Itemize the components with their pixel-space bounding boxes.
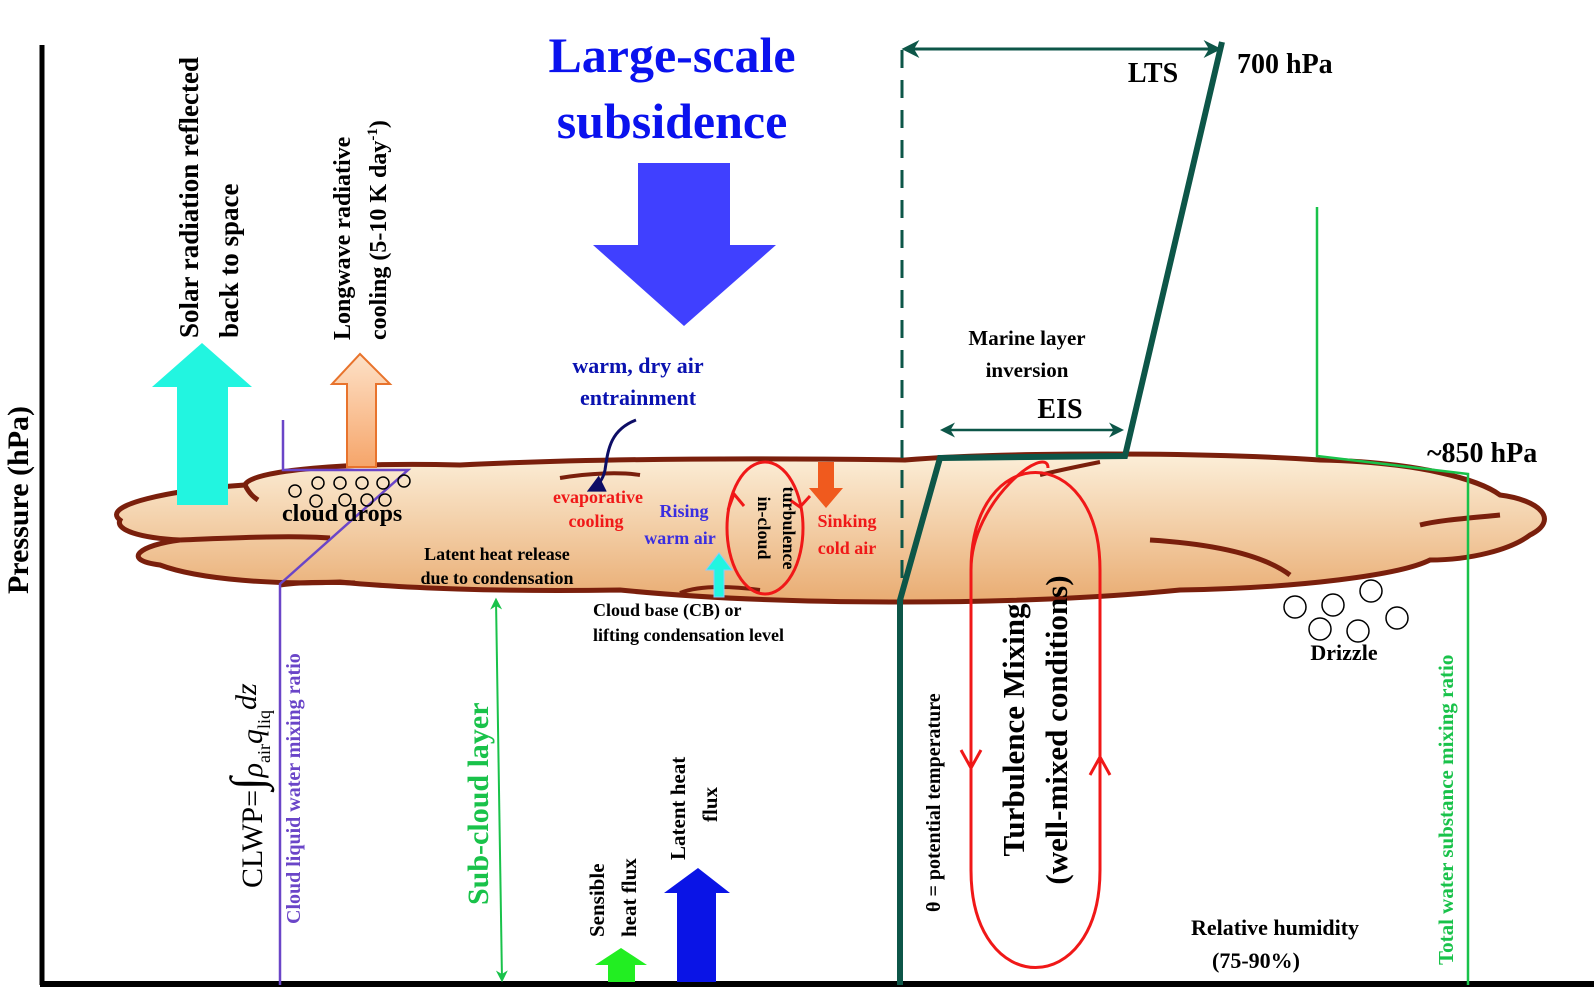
title-line-1: Large-scale xyxy=(548,27,795,83)
cloud-drop-icon xyxy=(355,476,369,490)
theta-profile-line xyxy=(897,41,1225,985)
longwave-cooling-arrow-icon xyxy=(329,352,393,468)
subsidence-arrow-icon xyxy=(593,163,776,326)
cloud-drop-icon xyxy=(288,484,302,498)
total-water-label: Total water substance mixing ratio xyxy=(1434,655,1458,965)
solar-radiation-arrow-icon xyxy=(152,343,252,505)
longwave-label-line-2: cooling (5-10 K day-1) xyxy=(365,120,392,340)
marine-inversion-line-2: inversion xyxy=(986,358,1069,382)
cloud-drops-label: cloud drops xyxy=(282,501,402,527)
sub-cloud-layer-arrow xyxy=(490,597,508,983)
rising-air-arrow-icon xyxy=(704,552,734,598)
cloud-drop-icon xyxy=(338,493,352,507)
cloud-drop-icon xyxy=(376,476,390,490)
rh-line-1: Relative humidity xyxy=(1191,915,1359,940)
turbulence-mixing-line-1: Turbulence Mixing xyxy=(996,603,1031,856)
in-cloud-turbulence-loop xyxy=(725,460,805,596)
total-water-profile-line xyxy=(1315,207,1470,985)
cloud-liquid-label: Cloud liquid water mixing ratio xyxy=(283,653,305,924)
entrainment-line-1: warm, dry air xyxy=(572,353,704,378)
mixing-arrow-up-icon xyxy=(1088,753,1112,776)
latent-heat-flux-arrow-icon xyxy=(664,868,730,982)
evaporative-line-1: evaporative xyxy=(553,487,643,507)
sensible-heat-arrow-icon xyxy=(595,948,647,982)
rising-line-1: Rising xyxy=(659,501,708,521)
entrainment-arrow-icon xyxy=(586,418,637,492)
eis-label: EIS xyxy=(1037,394,1082,425)
cloud-drop-icon xyxy=(397,474,411,488)
entrainment-line-2: entrainment xyxy=(580,385,697,410)
evaporative-line-2: cooling xyxy=(568,511,623,531)
y-axis-label: Pressure (hPa) xyxy=(2,406,35,594)
cloud-drops-group xyxy=(288,474,411,508)
latent-release-line-1: Latent heat release xyxy=(424,544,570,564)
rising-line-2: warm air xyxy=(644,528,715,548)
theta-label: θ = potential temperature xyxy=(923,693,945,912)
sinking-air-arrow-icon xyxy=(809,462,843,508)
longwave-label-line-1: Longwave radiative xyxy=(330,136,356,340)
title-line-2: subsidence xyxy=(557,93,788,149)
drizzle-drop-icon xyxy=(1308,617,1332,641)
drizzle-drop-icon xyxy=(1385,606,1409,630)
incloud-line-2: turbulence xyxy=(779,487,799,570)
turbulence-mixing-line-2: (well-mixed conditions) xyxy=(1039,575,1074,884)
turbulence-arrowhead-right-icon xyxy=(789,494,812,509)
rh-line-2: (75-90%) xyxy=(1212,948,1300,973)
cloud-drop-icon xyxy=(309,494,323,508)
cloud-drop-icon xyxy=(360,493,374,507)
latent-flux-line-1: Latent heat xyxy=(666,757,690,860)
sinking-line-1: Sinking xyxy=(817,511,876,531)
drizzle-label: Drizzle xyxy=(1310,640,1377,665)
latent-release-line-2: due to condensation xyxy=(420,568,573,588)
marine-inversion-line-1: Marine layer xyxy=(968,326,1085,350)
drizzle-drop-icon xyxy=(1321,593,1345,617)
solar-label-line-1: Solar radiation reflected xyxy=(174,57,204,338)
sensible-line-1: Sensible xyxy=(585,863,609,937)
drizzle-drop-icon xyxy=(1359,579,1383,603)
cloud-base-line-2: lifting condensation level xyxy=(593,625,784,645)
solar-label-line-2: back to space xyxy=(214,183,244,338)
mixing-arrow-down-icon xyxy=(959,749,983,772)
cloud-base-line-1: Cloud base (CB) or xyxy=(593,600,742,621)
cloud-drop-icon xyxy=(333,476,347,490)
clwp-formula: CLWP=∫ρairqliqdz xyxy=(221,683,275,888)
sensible-line-2: heat flux xyxy=(617,858,641,937)
cloud-drop-icon xyxy=(378,493,392,507)
cloud-liquid-profile-line xyxy=(278,420,412,985)
hpa-850-label: ~850 hPa xyxy=(1427,438,1537,469)
turbulence-mixing-loop xyxy=(969,460,1102,969)
drizzle-drops-group xyxy=(1283,579,1409,643)
cloud-drop-icon xyxy=(311,476,325,490)
hpa-700-label: 700 hPa xyxy=(1237,49,1333,80)
sub-cloud-label: Sub-cloud layer xyxy=(462,702,495,905)
lts-label: LTS xyxy=(1128,58,1178,89)
drizzle-drop-icon xyxy=(1283,595,1307,619)
latent-flux-line-2: flux xyxy=(698,786,722,822)
drizzle-drop-icon xyxy=(1346,619,1370,643)
sinking-line-2: cold air xyxy=(818,538,877,558)
incloud-line-1: in-cloud xyxy=(754,496,774,559)
turbulence-arrowhead-left-icon xyxy=(726,491,746,511)
